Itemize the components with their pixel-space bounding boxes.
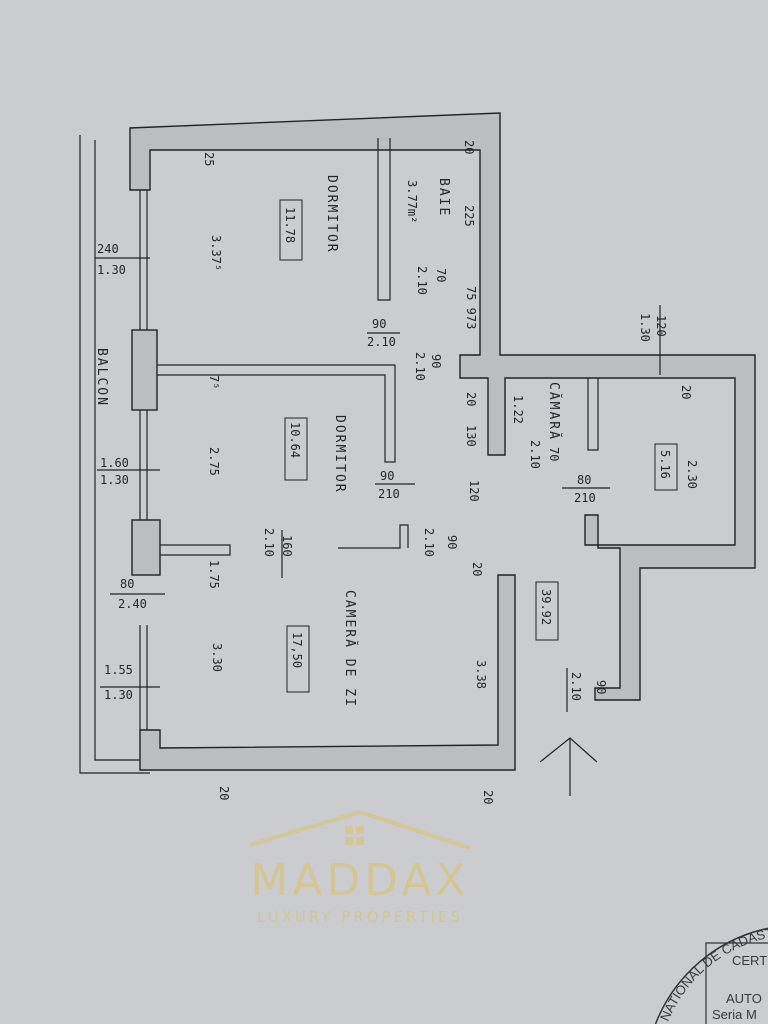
dim-baie-20: 20 [462, 140, 476, 154]
door-room-516-height: 210 [574, 491, 596, 505]
area-hol: 39.92 [539, 589, 553, 625]
door-living-width: 160 [280, 535, 294, 557]
dim-175: 1.75 [207, 560, 221, 589]
room-name-camera-de-zi: CAMERĂ DE ZI [342, 590, 358, 708]
area-box [279, 199, 303, 261]
door-dormitor-width: 90 [372, 317, 386, 331]
room-name-balcon: BALCON [94, 348, 109, 407]
door-hol-2-width: 90 [429, 354, 443, 368]
dim-baie-975: 75 973 [464, 286, 478, 329]
window-4-width: 1.55 [104, 663, 133, 677]
window-3-height: 2.40 [118, 597, 147, 611]
balcony-outline [79, 135, 150, 774]
door-baie-width: 70 [434, 268, 448, 282]
area-box [535, 581, 559, 641]
dim-dormitor-2-width: 2.75 [207, 447, 221, 476]
dim-bottom-1: 20 [217, 786, 231, 800]
room-name-dormitor-2: DORMITOR [332, 415, 347, 494]
door-hol-3-width: 90 [445, 535, 459, 549]
window-2-width: 1.60 [100, 456, 129, 470]
door-hol-3-height: 2.10 [422, 528, 436, 557]
stamp-line-3: Seria M [712, 1007, 757, 1022]
window-1-width: 240 [97, 242, 119, 256]
door-living-height: 2.10 [262, 528, 276, 557]
room-name-dormitor-1: DORMITOR [324, 175, 339, 254]
window-5-width: 120 [654, 315, 668, 337]
watermark-tagline: LUXURY PROPERTIES [257, 908, 463, 926]
area-dormitor-1: 11.78 [283, 207, 297, 243]
area-room-516: 5.16 [658, 450, 672, 479]
area-box [654, 443, 678, 491]
area-baie: 3.77m² [405, 180, 419, 223]
window-1-height: 1.30 [97, 263, 126, 277]
area-camera-de-zi: 17,50 [290, 632, 304, 668]
door-camara-height: 2.10 [528, 440, 542, 469]
dim-hol-338: 3.38 [474, 660, 488, 689]
stamp-line-2: AUTO [726, 991, 762, 1006]
room-name-camara: CĂMARĂ [546, 382, 562, 441]
area-dormitor-2: 10.64 [288, 422, 302, 458]
dim-hol-20: 20 [464, 392, 478, 406]
dim-75: 7⁵ [207, 375, 221, 389]
door-hol-2-height: 2.10 [413, 352, 427, 381]
door-dormitor-2-height: 210 [378, 487, 400, 501]
dim-hol-120: 120 [467, 480, 481, 502]
arrow-up-icon [539, 737, 598, 796]
door-camara-width: 70 [547, 447, 561, 461]
dim-room-516-width: 2.30 [685, 460, 699, 489]
room-name-baie: BAIE [436, 178, 451, 217]
stamp-ring [654, 927, 768, 1024]
area-box [284, 417, 308, 481]
window-4-height: 1.30 [104, 688, 133, 702]
dim-25: 25 [202, 152, 216, 166]
door-room-516-width: 80 [577, 473, 591, 487]
dim-hol-130: 130 [464, 425, 478, 447]
dim-dormitor-1-width: 3.37⁵ [209, 235, 223, 271]
stamp-line-1: CERT [732, 953, 767, 968]
dim-baie-225: 225 [462, 205, 476, 227]
door-baie-height: 2.10 [415, 266, 429, 295]
dim-room-516-20: 20 [679, 385, 693, 399]
door-dormitor-height: 2.10 [367, 335, 396, 349]
dim-camera-de-zi-width: 3.30 [210, 643, 224, 672]
window-dims: 240 1.30 1.60 1.30 80 2.40 1.55 1.30 120… [95, 242, 668, 702]
door-hol-height: 2.10 [569, 672, 583, 701]
watermark-logo: MADDAX LUXURY PROPERTIES [249, 809, 471, 926]
watermark-brand: MADDAX [250, 855, 469, 906]
door-hol-width: 90 [594, 680, 608, 694]
area-box [286, 625, 310, 693]
window-3-width: 80 [120, 577, 134, 591]
window-5-height: 1.30 [638, 313, 652, 342]
dim-bottom-2: 20 [481, 790, 495, 804]
walls [129, 112, 756, 771]
window-2-height: 1.30 [100, 473, 129, 487]
dim-camara-122: 1.22 [511, 395, 525, 424]
dim-hol-20b: 20 [470, 562, 484, 576]
door-dormitor-2-width: 90 [380, 469, 394, 483]
